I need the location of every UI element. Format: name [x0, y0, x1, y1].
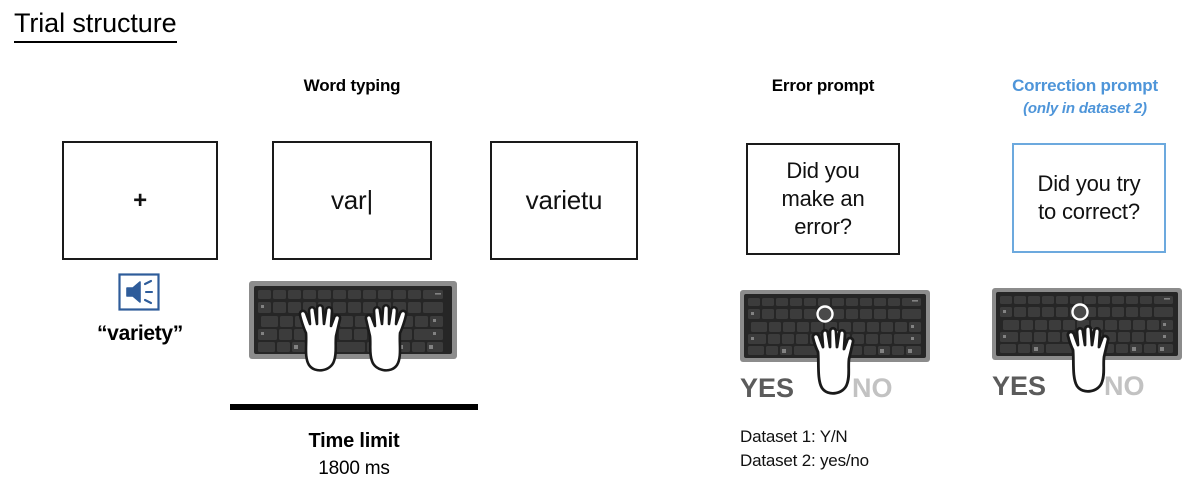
stimulus-box-error-prompt: Did you make an error? [746, 143, 900, 255]
stimulus-box-fixation: + [62, 141, 218, 260]
typed-text-final: varietu [525, 185, 603, 215]
speaker-icon [118, 273, 160, 311]
section-header-error-prompt: Error prompt [771, 76, 875, 95]
response-label-yes-error: YES [740, 373, 795, 403]
page-title: Trial structure [14, 6, 177, 43]
correction-prompt-line-2: to correct? [1038, 199, 1140, 224]
stimulus-box-correction-prompt: Did you try to correct? [1012, 143, 1166, 253]
fixation-cross: + [133, 187, 147, 214]
error-prompt-line-1: Did you [786, 158, 860, 183]
response-key-upper [816, 305, 834, 323]
keyboard-response-correction [992, 288, 1182, 394]
error-prompt-line-2: make an [781, 186, 865, 211]
dataset-caption-line-1: Dataset 1: Y/N [740, 427, 848, 446]
time-limit-label: Time limit [308, 430, 400, 452]
section-header-correction-prompt: Correction prompt [1012, 76, 1158, 95]
stimulus-box-typing-partial: var| [272, 141, 432, 260]
dataset-response-caption: Dataset 1: Y/N Dataset 2: yes/no [740, 425, 869, 473]
keyboard-two-hands [249, 281, 457, 381]
error-prompt-line-3: error? [794, 214, 852, 239]
response-label-no-correction: NO [1104, 371, 1145, 401]
dataset-caption-line-2: Dataset 2: yes/no [740, 451, 869, 470]
spoken-word-label: “variety” [96, 322, 184, 345]
keyboard-response-error [740, 290, 930, 396]
response-key-upper [1071, 303, 1089, 321]
stimulus-box-typing-final: varietu [490, 141, 638, 260]
typed-text-partial: var| [330, 185, 374, 215]
correction-prompt-line-1: Did you try [1037, 171, 1141, 196]
time-limit-bar [230, 404, 478, 410]
section-subheader-correction-prompt: (only in dataset 2) [1023, 100, 1147, 117]
time-limit-value: 1800 ms [318, 458, 390, 479]
response-label-no-error: NO [852, 373, 893, 403]
response-label-yes-correction: YES [992, 371, 1047, 401]
section-header-word-typing: Word typing [303, 76, 401, 95]
